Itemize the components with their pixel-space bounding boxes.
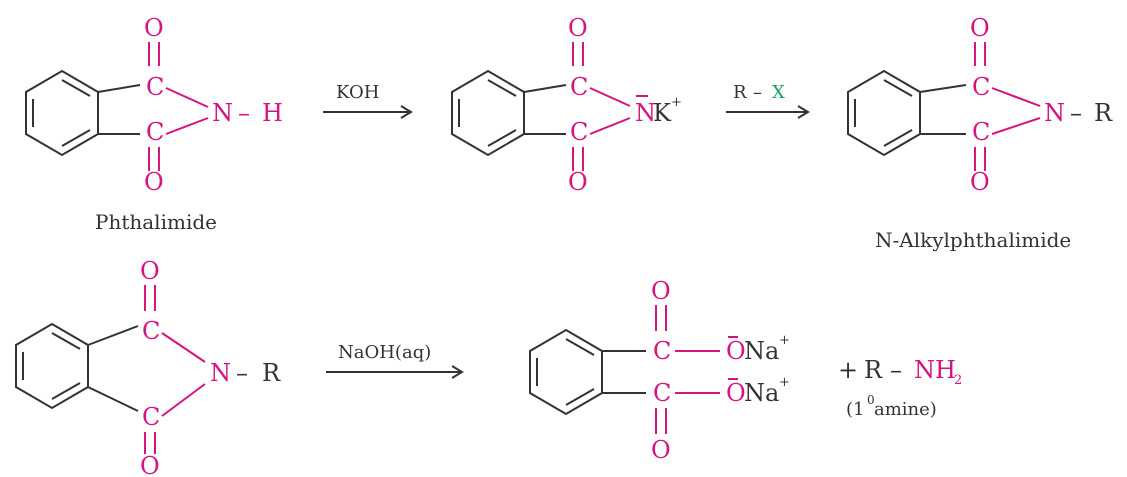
n-alkylphthalimide-structure: C C O O N – R N-Alkylphthalimide (847, 14, 1113, 252)
carbonyl-oxygen: O (140, 257, 160, 285)
ring-double-bond (487, 129, 517, 147)
ring-double-bond (565, 338, 595, 356)
carbonyl-carbon: C (142, 403, 160, 431)
ring-to-carbonyl-bond (87, 386, 139, 412)
ring-double-bond (883, 79, 913, 97)
n-alkylphthalimide-caption: N-Alkylphthalimide (875, 228, 1071, 252)
nitrogen-atom: N (1044, 99, 1065, 127)
carboxylate-oxygen: O (726, 379, 746, 407)
c-n-bond (161, 383, 206, 417)
amino-subscript: 2 (954, 373, 962, 388)
reagent-naoh-label: NaOH(aq) (338, 342, 431, 363)
carbonyl-oxygen: O (970, 168, 990, 196)
ring-double-bond (51, 332, 81, 350)
arrow-head (400, 105, 413, 119)
benzene-ring (529, 328, 603, 416)
ring-double-bond (565, 388, 595, 406)
amine-note-degree: 0 (867, 393, 875, 407)
n-r-bond: – (1070, 99, 1082, 127)
disodium-phthalate-structure: C C O O O Na + O Na + (529, 277, 790, 464)
carbonyl-carbon: C (570, 118, 588, 146)
nitrogen-anion: N (635, 99, 656, 127)
reagent-x-label: X (772, 82, 785, 103)
c-n-bond (165, 87, 209, 108)
potassium-phthalimide-structure: C C O O N K + (451, 14, 682, 196)
c-n-bond (589, 117, 631, 135)
c-n-bond (165, 117, 209, 135)
n-alkylphthalimide-reactant-structure: C C O O N – R (15, 257, 281, 477)
ring-double-bond (51, 382, 81, 400)
ring-to-carbonyl-bond (87, 325, 139, 346)
c-n-bond (991, 87, 1041, 107)
carbonyl-oxygen: O (144, 168, 164, 196)
reaction-arrow-koh: KOH (323, 82, 413, 119)
carboxylate-oxygen: O (726, 337, 746, 365)
benzene-ring (847, 69, 921, 157)
ring-double-bond (883, 129, 913, 147)
carboxyl-carbon: C (653, 337, 671, 365)
c-n-bond (589, 87, 631, 107)
ring-to-carbonyl-bond (97, 84, 141, 93)
reaction-arrow-naoh: NaOH(aq) (326, 342, 464, 379)
n-r-bond: – (236, 359, 248, 387)
ring-double-bond (61, 79, 91, 97)
carbonyl-oxygen: O (568, 168, 588, 196)
c-n-bond (161, 332, 206, 363)
carbonyl-carbon: C (570, 73, 588, 101)
potassium-charge: + (671, 95, 682, 110)
sodium-charge: + (779, 375, 790, 390)
phthalimide-caption: Phthalimide (95, 210, 217, 234)
carbonyl-carbon: C (146, 73, 164, 101)
sodium-cation: Na (744, 379, 779, 407)
benzene-ring (451, 69, 525, 157)
ring-double-bond (61, 129, 91, 147)
carboxyl-oxygen: O (651, 436, 671, 464)
plus-sign: + (838, 356, 858, 384)
phthalimide-structure: C C O O N – H Phthalimide (25, 14, 283, 234)
carbonyl-carbon: C (142, 317, 160, 345)
arrow-head (797, 105, 810, 119)
carbonyl-oxygen: O (970, 14, 990, 42)
reaction-arrow-alkyl-halide: R – X (726, 82, 810, 119)
carbonyl-carbon: C (146, 118, 164, 146)
r-n-bond: – (890, 356, 902, 384)
alkyl-group-r: R (262, 359, 281, 387)
carbonyl-carbon: C (972, 73, 990, 101)
benzene-ring (15, 322, 89, 410)
carbonyl-oxygen: O (144, 14, 164, 42)
hydrogen-atom: H (262, 99, 283, 127)
carbonyl-oxygen: O (140, 452, 160, 477)
alkyl-group-r: R (864, 356, 883, 384)
ring-double-bond (487, 79, 517, 97)
n-h-bond: – (238, 99, 250, 127)
ring-to-carbonyl-bond (523, 84, 567, 93)
amino-group: NH (914, 356, 956, 384)
reagent-r-label: R (733, 82, 747, 103)
carboxyl-carbon: C (653, 379, 671, 407)
carboxyl-oxygen: O (651, 277, 671, 305)
sodium-cation: Na (744, 337, 779, 365)
amine-note-text: amine) (874, 399, 937, 420)
potassium-cation: K (653, 99, 672, 127)
amine-note-open: (1 (846, 399, 864, 420)
nitrogen-atom: N (210, 359, 231, 387)
ring-to-carbonyl-bond (919, 84, 967, 93)
carbonyl-oxygen: O (568, 14, 588, 42)
c-n-bond (991, 117, 1041, 135)
alkyl-group-r: R (1094, 99, 1113, 127)
arrow-head (451, 365, 464, 379)
carbonyl-carbon: C (972, 118, 990, 146)
reagent-dash: – (753, 82, 762, 103)
primary-amine-product: + R – NH 2 (1 0 amine) (838, 356, 962, 420)
reagent-koh-label: KOH (336, 82, 379, 103)
sodium-charge: + (779, 333, 790, 348)
benzene-ring (25, 69, 99, 157)
nitrogen-atom: N (212, 99, 233, 127)
